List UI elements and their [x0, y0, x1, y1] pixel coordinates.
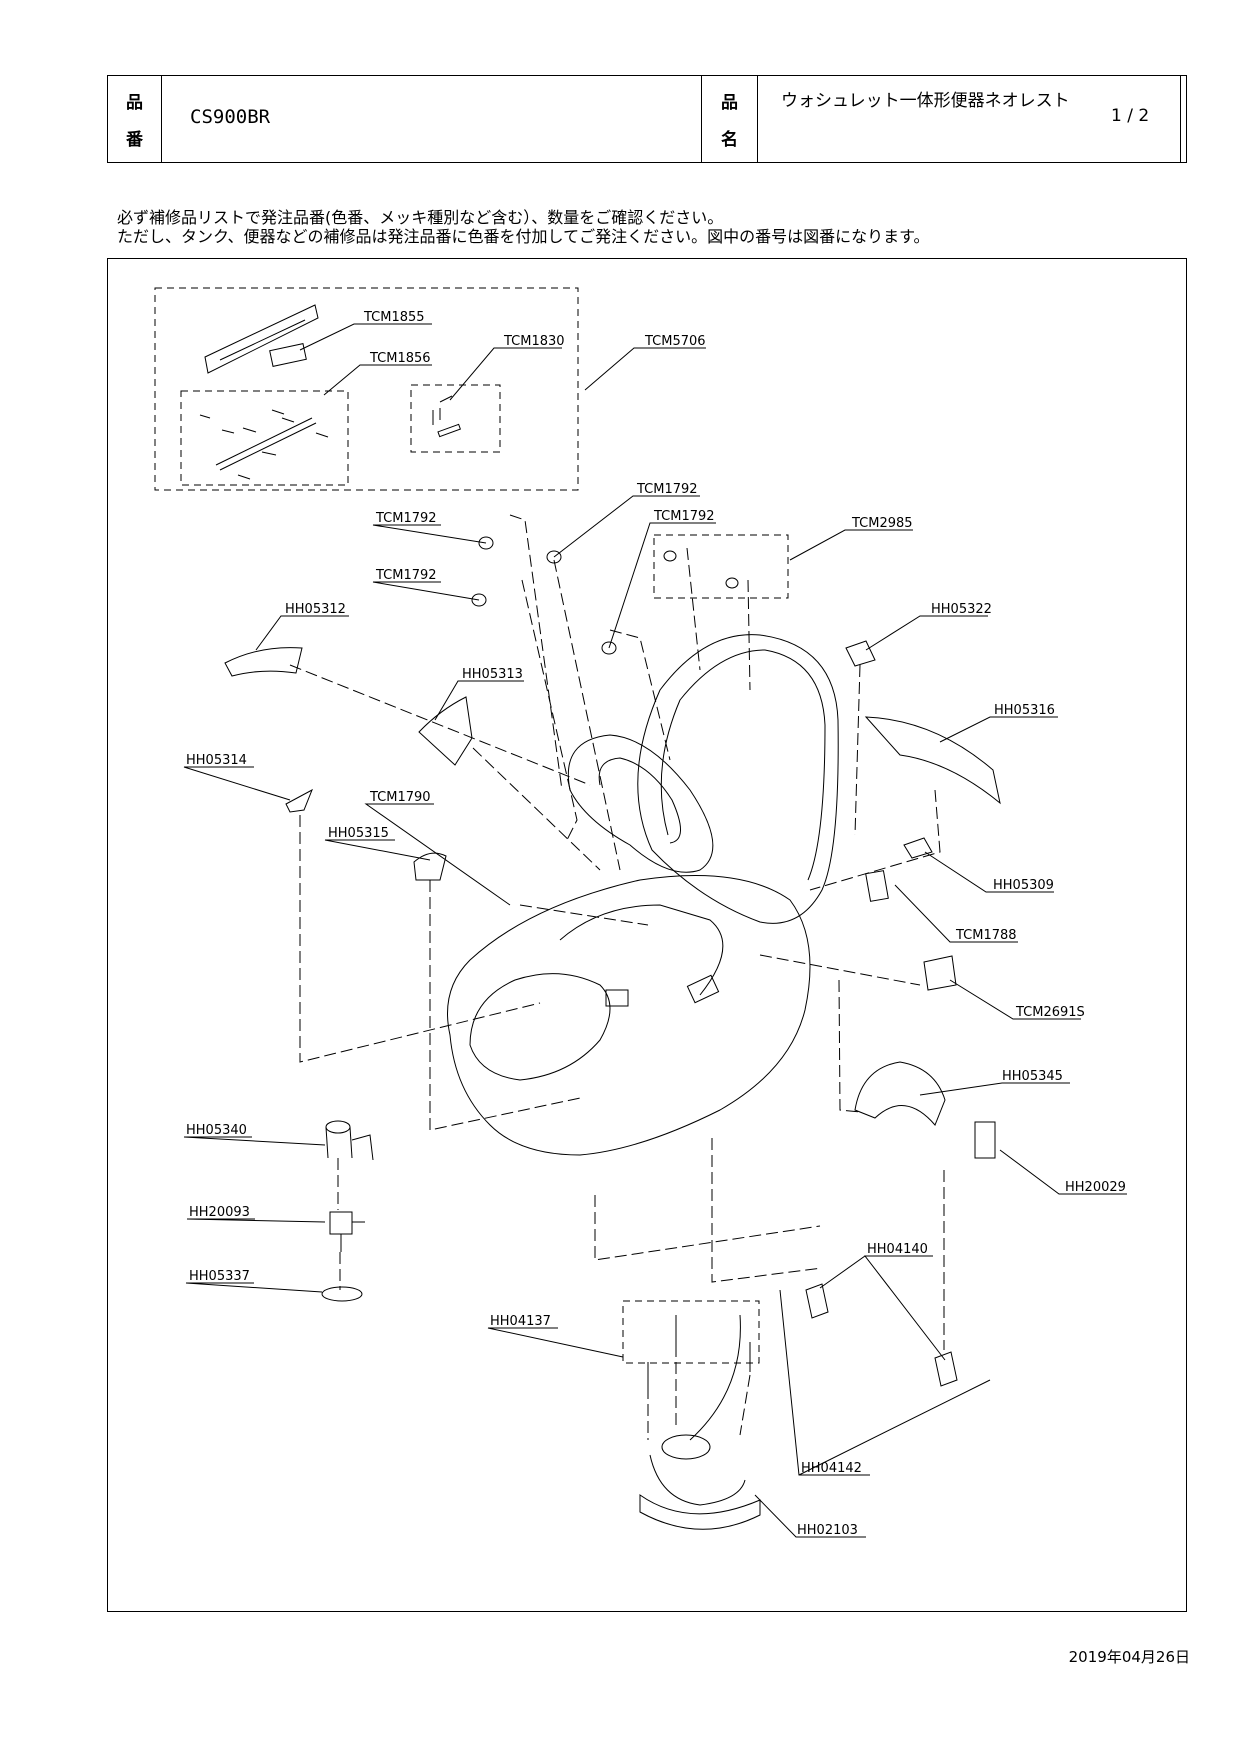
label-tcm1856: TCM1856 [369, 351, 431, 366]
hh20029-part [974, 1121, 996, 1159]
page-number: 1 / 2 [1111, 106, 1150, 126]
hinban-cell [162, 76, 702, 162]
label-hh05322: HH05322 [931, 602, 992, 617]
label-hh20093: HH20093 [189, 1205, 250, 1220]
label-tcm1788: TCM1788 [955, 928, 1017, 943]
hinban-value: CS900BR [190, 106, 271, 128]
label-tcm1792-b: TCM1792 [636, 482, 698, 497]
label-hh04142: HH04142 [801, 1461, 862, 1476]
label-hh05314: HH05314 [186, 753, 247, 768]
label-tcm2691s: TCM2691S [1015, 1005, 1085, 1020]
cap-4 [601, 641, 617, 655]
hh02103-base [639, 1314, 761, 1530]
tcm1788-filter [865, 870, 889, 902]
label-hh05312: HH05312 [285, 602, 346, 617]
seat-ring [567, 734, 714, 873]
tcm1856-group-box [180, 390, 349, 486]
notice-line-2: ただし、タンク、便器などの補修品は発注品番に色番を付加してご発注ください。図中の… [117, 227, 930, 246]
tcm1830-group-box [410, 384, 501, 453]
notice-line-1: 必ず補修品リストで発注品番(色番、メッキ種別など含む）、数量をご確認ください。 [117, 208, 724, 227]
label-tcm1792-c: TCM1792 [375, 568, 437, 583]
hh04137-group-box [622, 1300, 760, 1364]
label-hh05316: HH05316 [994, 703, 1055, 718]
seat-lid-inner [660, 649, 826, 881]
label-hh05337: HH05337 [189, 1269, 250, 1284]
label-hh05340: HH05340 [186, 1123, 247, 1138]
issue-date: 2019年04月26日 [1068, 1648, 1190, 1666]
toilet-bowl [447, 875, 811, 1156]
tcm2691s-unit [923, 955, 957, 991]
diagram-frame [107, 258, 1187, 1612]
hh05316-cover [864, 716, 1001, 805]
hh05313-cover [418, 696, 473, 766]
label-tcm1792-a: TCM1792 [375, 511, 437, 526]
bowl-deck [559, 904, 724, 996]
hinmei-label-2: 名 [721, 130, 738, 150]
label-hh20029: HH20029 [1065, 1180, 1126, 1195]
label-tcm1792-d: TCM1792 [653, 509, 715, 524]
hh05340-valve [325, 1120, 374, 1161]
cap-6 [725, 577, 739, 589]
hinmei-value: ウォシュレット一体形便器ネオレスト [781, 91, 1070, 111]
hh05309-part [903, 837, 933, 859]
notice: 必ず補修品リストで発注品番(色番、メッキ種別など含む）、数量をご確認ください。 … [117, 208, 929, 246]
screw-set-part [432, 395, 462, 438]
label-hh02103: HH02103 [797, 1523, 858, 1538]
assembly-lines [289, 514, 945, 1440]
tcm2985-group-box [653, 534, 789, 599]
header-table: 品 番 CS900BR 品 名 ウォシュレット一体形便器ネオレスト 1 / 2 [107, 75, 1187, 163]
label-hh04140: HH04140 [867, 1242, 928, 1257]
leader-lines [183, 323, 1127, 1538]
seat-ring-inner [598, 757, 681, 844]
label-tcm1830: TCM1830 [503, 334, 565, 349]
label-tcm1790: TCM1790 [369, 790, 431, 805]
hh04140-bracket-1 [805, 1283, 829, 1319]
cap-5 [663, 550, 677, 562]
label-hh04137: HH04137 [490, 1314, 551, 1329]
cap-2 [546, 550, 562, 564]
hinmei-label: 品 名 [702, 76, 758, 162]
label-tcm2985: TCM2985 [851, 516, 913, 531]
hinmei-cell [758, 76, 1181, 162]
hinban-label: 品 番 [108, 76, 162, 162]
label-hh05313: HH05313 [462, 667, 523, 682]
label-tcm5706: TCM5706 [644, 334, 706, 349]
remote-control-part [204, 304, 319, 374]
bracket-rail-part [199, 409, 329, 480]
cap-3 [471, 593, 487, 607]
hh20093-valve [329, 1211, 365, 1252]
hinban-label-2: 番 [126, 130, 143, 150]
hinmei-label-1: 品 [721, 93, 738, 113]
label-tcm1855: TCM1855 [363, 310, 425, 325]
bowl-opening [469, 973, 611, 1081]
hinban-label-1: 品 [126, 93, 143, 113]
label-hh05309: HH05309 [993, 878, 1054, 893]
hh05322-part [845, 640, 876, 667]
hh05337-washer [321, 1286, 363, 1302]
cap-1 [478, 536, 494, 550]
hh05312-cover [224, 647, 303, 677]
bowl-panel [605, 989, 629, 1007]
label-hh05315: HH05315 [328, 826, 389, 841]
hh05314-part [285, 788, 313, 813]
label-hh05345: HH05345 [1002, 1069, 1063, 1084]
hh05345-cover [854, 1061, 946, 1126]
bowl-control [686, 974, 720, 1004]
hh04140-bracket-2 [934, 1351, 958, 1387]
